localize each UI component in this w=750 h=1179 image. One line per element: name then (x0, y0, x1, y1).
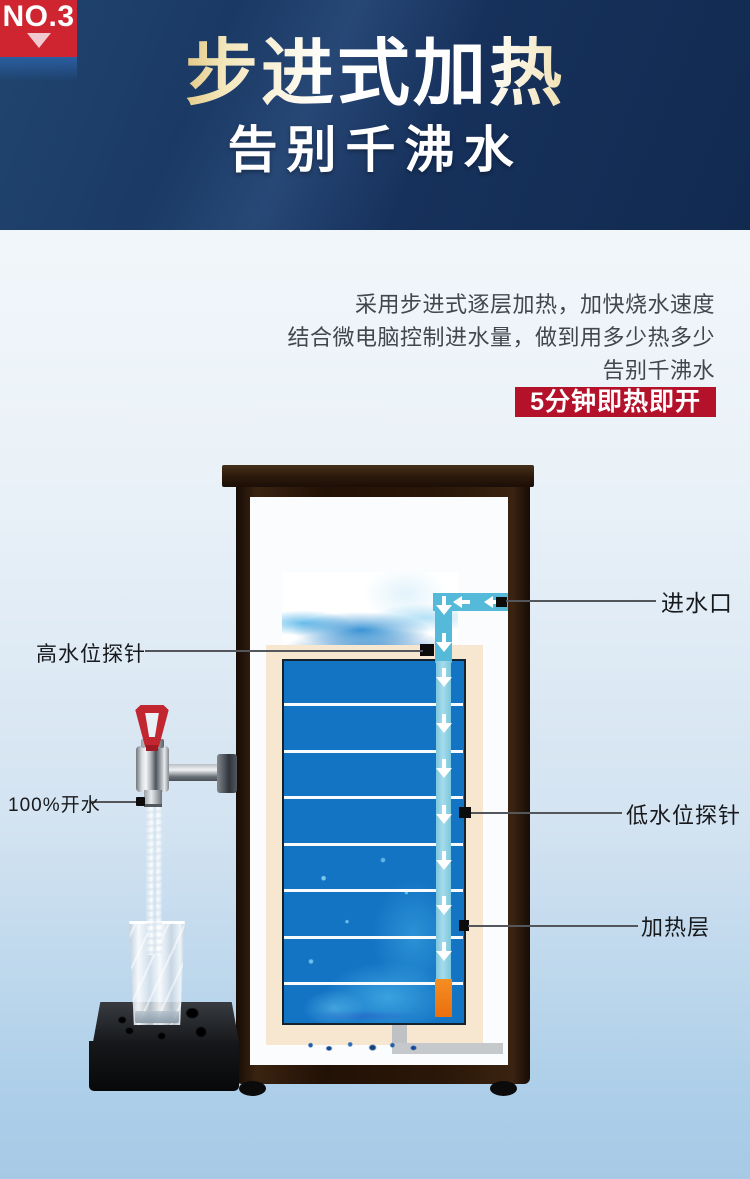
intro-line: 结合微电脑控制进水量，做到用多少热多少 (287, 325, 715, 350)
down-arrow-icon (436, 896, 452, 916)
drip-tray-front (89, 1041, 239, 1091)
high-water-probe (420, 644, 434, 656)
leader-line-high-probe (145, 650, 423, 652)
triangle-down-icon (26, 33, 51, 48)
faucet-spout-tip (144, 804, 162, 807)
faucet-arm (162, 764, 226, 781)
layer-divider-line (284, 889, 463, 892)
leader-line-inlet (506, 600, 656, 602)
badge-glow (0, 57, 77, 81)
inlet-flow-arrows (453, 596, 501, 608)
left-arrow-icon (453, 596, 470, 608)
layer-divider-line (284, 982, 463, 985)
layer-divider-line (284, 935, 463, 939)
heating-layer-lines (284, 703, 463, 985)
tank-flow-arrows (436, 668, 452, 961)
highlight-badge: 5分钟即热即开 (515, 387, 716, 417)
intro-paragraph: 采用步进式逐层加热，加快烧水速度 结合微电脑控制进水量，做到用多少热多少 告别千… (287, 288, 715, 387)
cabinet-foot-right (490, 1081, 517, 1096)
label-boiled-water: 100%开水 (8, 795, 101, 816)
down-arrow-icon (436, 668, 452, 687)
down-arrow-icon (436, 759, 452, 779)
header-banner: 步进式加热 告别千沸水 (0, 0, 750, 230)
faucet-handle-hole (145, 713, 159, 737)
faucet-flange (217, 754, 237, 793)
inlet-connector (496, 597, 507, 607)
leader-line-low-probe (471, 812, 622, 814)
heater-element (435, 979, 452, 1017)
number-badge: NO.3 (0, 0, 77, 57)
intro-line: 告别千沸水 (602, 358, 715, 383)
down-arrow-icon (436, 850, 452, 870)
label-inlet: 进水口 (661, 590, 733, 616)
leader-line-boiled-water (92, 801, 138, 803)
layer-divider-line (284, 842, 463, 846)
water-speckles (300, 1038, 432, 1054)
cabinet-foot-left (239, 1081, 266, 1096)
label-low-probe: 低水位探针 (626, 803, 742, 828)
down-arrow-icon (436, 941, 452, 961)
layer-divider-line (284, 703, 463, 706)
faucet-body (136, 746, 169, 792)
faucet-handle-stem (146, 745, 158, 751)
heating-layer-connector (459, 920, 469, 931)
water-stream (146, 807, 162, 955)
faucet-spout (144, 790, 162, 806)
label-heating-layer: 加热层 (641, 915, 711, 940)
leader-endpoint-dot (136, 797, 145, 806)
low-water-probe (459, 807, 471, 818)
label-high-probe: 高水位探针 (36, 643, 146, 666)
layer-divider-line (284, 796, 463, 799)
outlet-pipe-horizontal (392, 1043, 503, 1054)
down-arrow-icon (436, 596, 452, 615)
down-arrow-icon (436, 713, 452, 733)
page-subtitle: 告别千沸水 (227, 122, 523, 178)
cabinet-lid (222, 465, 534, 487)
glass-base (134, 1011, 180, 1023)
down-arrow-icon (436, 633, 452, 652)
page-title: 步进式加热 (0, 36, 750, 112)
number-badge-label: NO.3 (2, 0, 75, 33)
layer-divider-line (284, 749, 463, 753)
intro-line: 采用步进式逐层加热，加快烧水速度 (354, 292, 715, 317)
down-arrow-icon (436, 804, 452, 824)
water-tank (282, 659, 466, 1025)
leader-line-heating-layer (468, 925, 638, 927)
